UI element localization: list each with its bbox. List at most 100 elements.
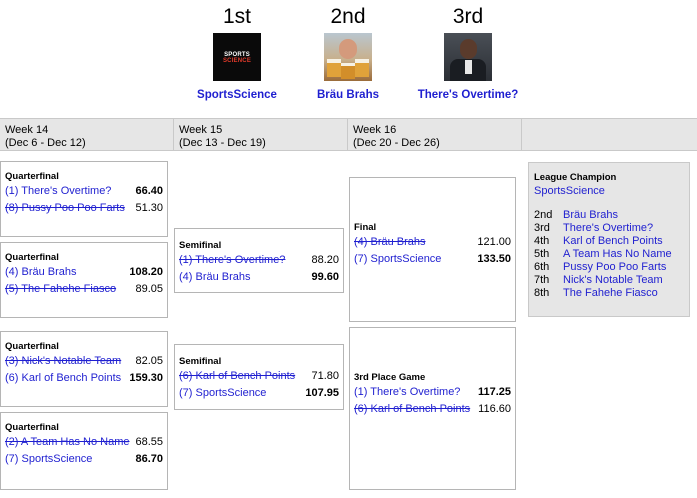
team-score: 133.50 — [477, 253, 511, 265]
matchup-row: (6) Karl of Bench Points 159.30 — [5, 372, 163, 385]
podium-team-link[interactable]: Bräu Brahs — [317, 89, 379, 101]
matchup-row: (2) A Team Has No Name 68.55 — [5, 436, 163, 449]
podium: 1st SPORTS SCIENCE SportsScience 2nd Brä… — [0, 0, 697, 110]
podium-first: 1st SPORTS SCIENCE SportsScience — [172, 5, 302, 102]
standing-place: 4th — [534, 235, 550, 247]
matchup-quarterfinal-2: Quarterfinal (4) Bräu Brahs 108.20 (5) T… — [0, 242, 168, 318]
matchup-row: (4) Bräu Brahs 99.60 — [179, 271, 339, 284]
team-link[interactable]: (4) Bräu Brahs — [179, 271, 251, 283]
podium-team-link[interactable]: SportsScience — [197, 89, 277, 101]
sports-science-logo: SPORTS SCIENCE — [222, 52, 252, 64]
standing-place: 5th — [534, 248, 550, 260]
matchup-row: (1) There's Overtime? 66.40 — [5, 185, 163, 198]
matchup-row: (7) SportsScience 107.95 — [179, 387, 339, 400]
matchup-title: Final — [354, 222, 377, 233]
matchup-final: Final (4) Bräu Brahs 121.00 (7) SportsSc… — [349, 177, 516, 322]
team-link[interactable]: (1) There's Overtime? — [354, 386, 461, 398]
matchup-title: Quarterfinal — [5, 252, 59, 263]
team-link[interactable]: (6) Karl of Bench Points — [179, 370, 296, 382]
matchup-row: (1) There's Overtime? 88.20 — [179, 254, 339, 267]
team-link[interactable]: (8) Pussy Poo Poo Farts — [5, 202, 125, 214]
podium-team-link[interactable]: There's Overtime? — [417, 89, 519, 101]
team-link[interactable]: (5) The Fahehe Fiasco — [5, 283, 117, 295]
standing-row: 4th Karl of Bench Points — [534, 235, 688, 248]
matchup-quarterfinal-3: Quarterfinal (3) Nick's Notable Team 82.… — [0, 331, 168, 407]
podium-rank: 1st — [222, 5, 251, 28]
standing-place: 2nd — [534, 209, 553, 221]
podium-rank: 2nd — [330, 5, 366, 28]
matchup-title: Semifinal — [179, 240, 222, 251]
week-header: Week 15 (Dec 13 - Dec 19) — [174, 119, 348, 150]
team-avatar-brau-brahs[interactable] — [324, 33, 372, 81]
week-label: Week 15 — [179, 124, 223, 136]
team-link[interactable]: (7) SportsScience — [354, 253, 442, 265]
team-score: 117.25 — [477, 386, 511, 398]
matchup-row: (1) There's Overtime? 117.25 — [354, 386, 511, 399]
team-link[interactable]: (6) Karl of Bench Points — [5, 372, 122, 384]
team-score: 51.30 — [135, 202, 163, 214]
matchup-title: Semifinal — [179, 356, 222, 367]
matchup-semifinal-2: Semifinal (6) Karl of Bench Points 71.80… — [174, 344, 344, 410]
team-score: 88.20 — [311, 254, 339, 266]
team-score: 107.95 — [305, 387, 339, 399]
matchup-row: (7) SportsScience 133.50 — [354, 253, 511, 266]
team-link[interactable]: (4) Bräu Brahs — [5, 266, 77, 278]
standing-team-link[interactable]: Bräu Brahs — [563, 209, 619, 221]
matchup-row: (3) Nick's Notable Team 82.05 — [5, 355, 163, 368]
week-dates: (Dec 13 - Dec 19) — [179, 137, 266, 149]
week-header: Week 16 (Dec 20 - Dec 26) — [348, 119, 522, 150]
team-score: 159.30 — [129, 372, 163, 384]
final-standings: 2nd Bräu Brahs 3rd There's Overtime? 4th… — [534, 209, 688, 300]
team-link[interactable]: (1) There's Overtime? — [179, 254, 286, 266]
week-header-bar: Week 14 (Dec 6 - Dec 12) Week 15 (Dec 13… — [0, 118, 697, 151]
team-link[interactable]: (3) Nick's Notable Team — [5, 355, 122, 367]
standing-team-link[interactable]: The Fahehe Fiasco — [563, 287, 658, 299]
team-link[interactable]: (1) There's Overtime? — [5, 185, 112, 197]
standing-team-link[interactable]: A Team Has No Name — [563, 248, 672, 260]
team-link[interactable]: (4) Bräu Brahs — [354, 236, 426, 248]
matchup-quarterfinal-4: Quarterfinal (2) A Team Has No Name 68.5… — [0, 412, 168, 490]
week-dates: (Dec 20 - Dec 26) — [353, 137, 440, 149]
team-score: 71.80 — [311, 370, 339, 382]
standing-team-link[interactable]: Karl of Bench Points — [563, 235, 663, 247]
week-label: Week 16 — [353, 124, 397, 136]
matchup-title: Quarterfinal — [5, 171, 59, 182]
champion-title: League Champion — [534, 172, 617, 183]
podium-second: 2nd Bräu Brahs — [283, 5, 413, 102]
standing-place: 8th — [534, 287, 550, 299]
team-link[interactable]: (6) Karl of Bench Points — [354, 403, 471, 415]
matchup-title: 3rd Place Game — [354, 372, 426, 383]
standing-row: 6th Pussy Poo Poo Farts — [534, 261, 688, 274]
matchup-row: (4) Bräu Brahs 108.20 — [5, 266, 163, 279]
league-champion-panel: League Champion SportsScience 2nd Bräu B… — [528, 162, 690, 317]
matchup-row: (7) SportsScience 86.70 — [5, 453, 163, 466]
standing-row: 5th A Team Has No Name — [534, 248, 688, 261]
matchup-title: Quarterfinal — [5, 422, 59, 433]
matchup-row: (5) The Fahehe Fiasco 89.05 — [5, 283, 163, 296]
team-score: 108.20 — [129, 266, 163, 278]
team-avatar-theres-overtime[interactable] — [444, 33, 492, 81]
standing-team-link[interactable]: Pussy Poo Poo Farts — [563, 261, 667, 273]
team-score: 116.60 — [478, 403, 511, 415]
team-logo-sportsscience[interactable]: SPORTS SCIENCE — [213, 33, 261, 81]
matchup-row: (6) Karl of Bench Points 116.60 — [354, 403, 511, 416]
standing-row: 2nd Bräu Brahs — [534, 209, 688, 222]
champion-team-link[interactable]: SportsScience — [534, 185, 605, 197]
podium-third: 3rd There's Overtime? — [403, 5, 533, 102]
standing-place: 6th — [534, 261, 550, 273]
standing-row: 8th The Fahehe Fiasco — [534, 287, 688, 300]
matchup-row: (6) Karl of Bench Points 71.80 — [179, 370, 339, 383]
team-score: 86.70 — [135, 453, 163, 465]
podium-rank: 3rd — [452, 5, 484, 28]
standing-place: 7th — [534, 274, 550, 286]
team-link[interactable]: (7) SportsScience — [179, 387, 267, 399]
team-score: 66.40 — [135, 185, 163, 197]
team-link[interactable]: (7) SportsScience — [5, 453, 93, 465]
matchup-quarterfinal-1: Quarterfinal (1) There's Overtime? 66.40… — [0, 161, 168, 237]
week-header: Week 14 (Dec 6 - Dec 12) — [0, 119, 174, 150]
standing-team-link[interactable]: There's Overtime? — [563, 222, 654, 234]
standing-place: 3rd — [534, 222, 550, 234]
team-link[interactable]: (2) A Team Has No Name — [5, 436, 130, 448]
team-score: 121.00 — [477, 236, 511, 248]
standing-team-link[interactable]: Nick's Notable Team — [563, 274, 663, 286]
